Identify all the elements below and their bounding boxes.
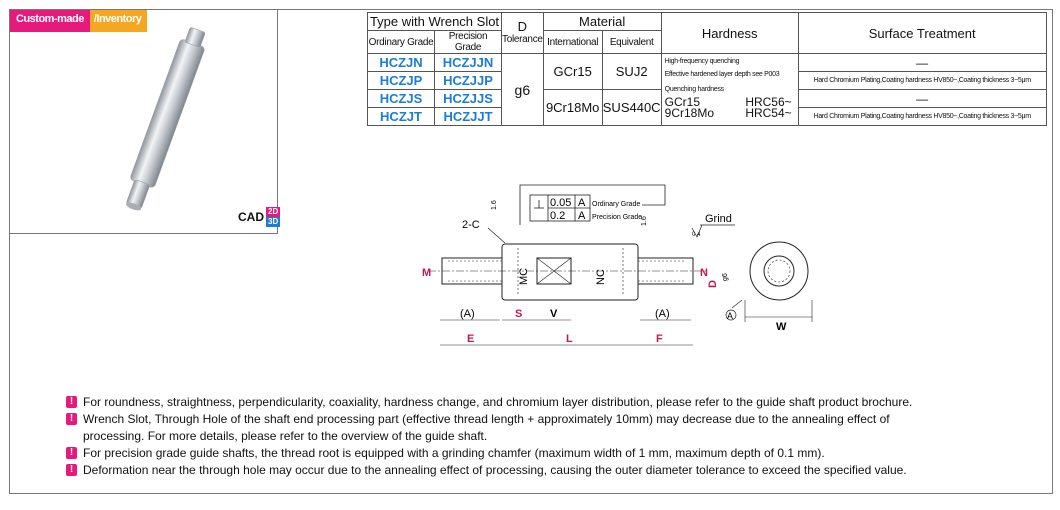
note-item: ! Wrench Slot, Through Hole of the shaft… [66,411,912,428]
warning-icon: ! [66,464,77,476]
tolerance-grade: Ordinary Grade [592,201,640,208]
content-frame [9,9,1053,494]
warning-icon: ! [66,413,77,425]
note-text: For precision grade guide shafts, the th… [83,446,825,460]
tolerance-value: g6 [501,53,544,126]
hardness-line: Effective hardened layer depth see P003 [664,71,780,78]
dimension-label: N [700,267,708,279]
product-image-panel: Custom-made /Inventory CAD 2D 3D [9,9,281,234]
dimension-label: E [467,333,474,345]
grind-label: Grind [705,213,732,225]
cad-download[interactable]: CAD 2D 3D [238,207,281,227]
material-header: Material [542,12,662,31]
tolerance-value: 0.05 [550,197,571,209]
part-number-link[interactable]: HCZJP [367,71,435,90]
material-equiv: SUS440C [601,89,662,126]
shaft-outline [441,243,694,301]
tolerance-frame [519,184,666,225]
roughness-value: 1.6 [491,200,498,210]
part-number-link[interactable]: HCZJJN [434,53,502,72]
type-header: Type with Wrench Slot [367,12,502,31]
warning-icon: ! [66,447,77,459]
dimension-label: M [422,267,431,279]
inventory-badge: /Inventory [89,10,148,32]
hardness-value: HRC56~ [745,95,792,109]
datum-ref: A [578,197,586,209]
spec-table: Type with Wrench Slot D Tolerance Materi… [367,12,1047,126]
note-text: Wrench Slot, Through Hole of the shaft e… [83,412,890,426]
d-label: D [517,19,528,34]
dimension-label: (A) [460,308,475,320]
dimension-label: W [776,321,787,333]
tolerance-label: Tolerance [502,34,543,45]
note-item: ! For precision grade guide shafts, the … [66,445,912,462]
grind-value: 0.4 [692,232,701,238]
note-text: Deformation near the through hole may oc… [83,463,907,477]
precision-grade-header: Precision Grade [434,30,502,54]
hardness-material: GCr15 [664,95,701,109]
material-intl: GCr15 [542,53,603,90]
tolerance-grade: Precision Grade [592,214,642,221]
note-text: processing. For more details, please ref… [83,429,488,443]
surface-treatment: Hard Chromium Plating,Coating hardness H… [797,107,1047,126]
notes-list: ! For roundness, straightness, perpendic… [66,394,912,479]
cad-label: CAD [238,210,264,224]
roughness-value: 1.6 [641,216,648,226]
dimension-label: D [707,280,719,288]
dimension-label: MC [518,268,530,285]
note-text: For roundness, straightness, perpendicul… [83,395,913,409]
dimension-label: F [656,333,663,345]
datum-ref: A [578,210,586,222]
chamfer-label: 2-C [462,219,480,231]
datum-label: A [727,311,733,321]
hardness-line: Quenching hardness [664,86,725,93]
dimension-label: L [566,333,573,345]
part-number-link[interactable]: HCZJN [367,53,435,72]
guide-shaft-photo [125,27,206,211]
product-badges: Custom-made /Inventory [10,10,148,32]
hardness-line: High-frequency quenching [664,58,740,65]
dimension-label: g6 [722,273,729,281]
hardness-material: 9Cr18Mo [664,106,715,120]
hardness-cell: High-frequency quenching Effective harde… [660,53,799,126]
note-item: ! Deformation near the through hole may … [66,462,912,479]
shaft-end-view [749,241,809,301]
dimension-label: (A) [655,308,670,320]
hardness-header: Hardness [660,12,799,54]
part-number-link[interactable]: HCZJS [367,89,435,108]
material-intl: 9Cr18Mo [542,89,603,126]
part-number-link[interactable]: HCZJJT [434,107,502,126]
cad-3d-button[interactable]: 3D [266,217,281,227]
custom-made-badge: Custom-made [10,10,90,32]
part-number-link[interactable]: HCZJJS [434,89,502,108]
dimension-label: V [550,308,558,320]
note-item: ! For roundness, straightness, perpendic… [66,394,912,411]
warning-icon: ! [66,396,77,408]
cad-2d-button[interactable]: 2D [266,207,281,217]
hardness-value: HRC54~ [745,106,792,120]
tolerance-value: 0.2 [550,210,565,222]
dimension-label: S [515,308,522,320]
dimension-label: NC [595,269,607,285]
